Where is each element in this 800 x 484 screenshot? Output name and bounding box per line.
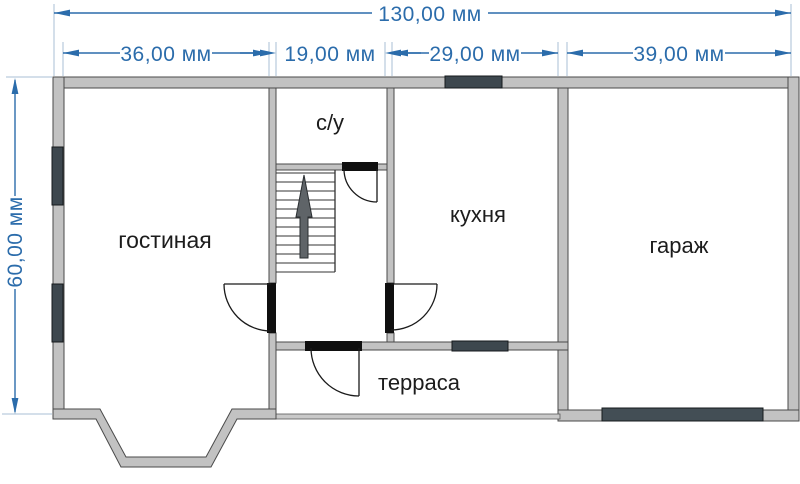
door-kitchen-jamb xyxy=(385,283,394,333)
segment-39-label: 39,00 мм xyxy=(633,43,724,66)
window-kitchen-terrace xyxy=(451,340,509,352)
wall-right xyxy=(787,76,800,422)
room-labels: гостиная с/у кухня гараж терраса xyxy=(118,110,709,395)
dimension-height: 60,00 мм xyxy=(4,78,27,414)
room-label-kitchen: кухня xyxy=(450,202,506,227)
wall-garage-left xyxy=(557,87,569,422)
door-living-arc xyxy=(223,283,272,332)
height-label: 60,00 мм xyxy=(4,196,27,287)
window-living-left-1 xyxy=(51,146,64,206)
windows xyxy=(51,75,764,422)
dim-arrow-up-icon xyxy=(11,78,19,94)
room-label-bathroom: с/у xyxy=(316,110,344,135)
wall-living-hall-upper xyxy=(268,87,277,284)
dim-arrow-left-icon xyxy=(63,49,79,57)
dim-arrow-down-icon xyxy=(11,398,19,414)
door-bathroom-arc xyxy=(343,168,378,203)
dimension-total-width: 130,00 мм xyxy=(54,3,791,26)
dim-arrow-right-icon xyxy=(775,9,791,17)
wall-left xyxy=(52,76,65,420)
door-bathroom-jamb xyxy=(342,162,378,171)
dimension-segment-29: 29,00 мм xyxy=(392,43,558,66)
segment-19-label: 19,00 мм xyxy=(284,43,375,66)
wall-kitchen-hall-upper xyxy=(386,87,395,284)
wall-terrace-bottom xyxy=(275,413,561,420)
room-label-living: гостиная xyxy=(118,227,212,253)
segment-29-label: 29,00 мм xyxy=(429,43,520,66)
door-terrace-arc xyxy=(310,347,360,397)
dimension-segment-39: 39,00 мм xyxy=(567,43,791,66)
dim-arrow-right-icon xyxy=(260,49,276,57)
door-living-jamb xyxy=(267,283,276,333)
total-width-label: 130,00 мм xyxy=(378,3,481,26)
stair-direction-arrow-icon xyxy=(295,174,313,259)
wall-living-hall-lower xyxy=(268,332,277,415)
garage-door xyxy=(601,407,764,422)
window-living-left-2 xyxy=(51,283,64,343)
dim-arrow-left-icon xyxy=(392,49,408,57)
dim-arrow-right-icon xyxy=(542,49,558,57)
dimension-extension-lines xyxy=(2,4,792,415)
door-kitchen-arc xyxy=(390,283,438,331)
dim-arrow-right-icon xyxy=(775,49,791,57)
dimension-segment-36: 36,00 мм xyxy=(63,43,269,66)
door-terrace-jamb xyxy=(305,341,362,351)
wall-bay-window xyxy=(52,408,277,468)
doors xyxy=(223,162,438,397)
room-label-terrace: терраса xyxy=(378,370,461,395)
wall-top xyxy=(52,76,800,89)
wall-kitchen-hall-lower xyxy=(386,332,395,343)
dim-arrow-left-icon xyxy=(54,9,70,17)
segment-36-label: 36,00 мм xyxy=(120,43,211,66)
window-kitchen-top xyxy=(444,75,503,89)
dim-arrow-left-icon xyxy=(567,49,583,57)
room-label-garage: гараж xyxy=(650,233,709,258)
staircase xyxy=(276,170,336,273)
dimension-segment-19: 19,00 мм xyxy=(240,43,421,66)
